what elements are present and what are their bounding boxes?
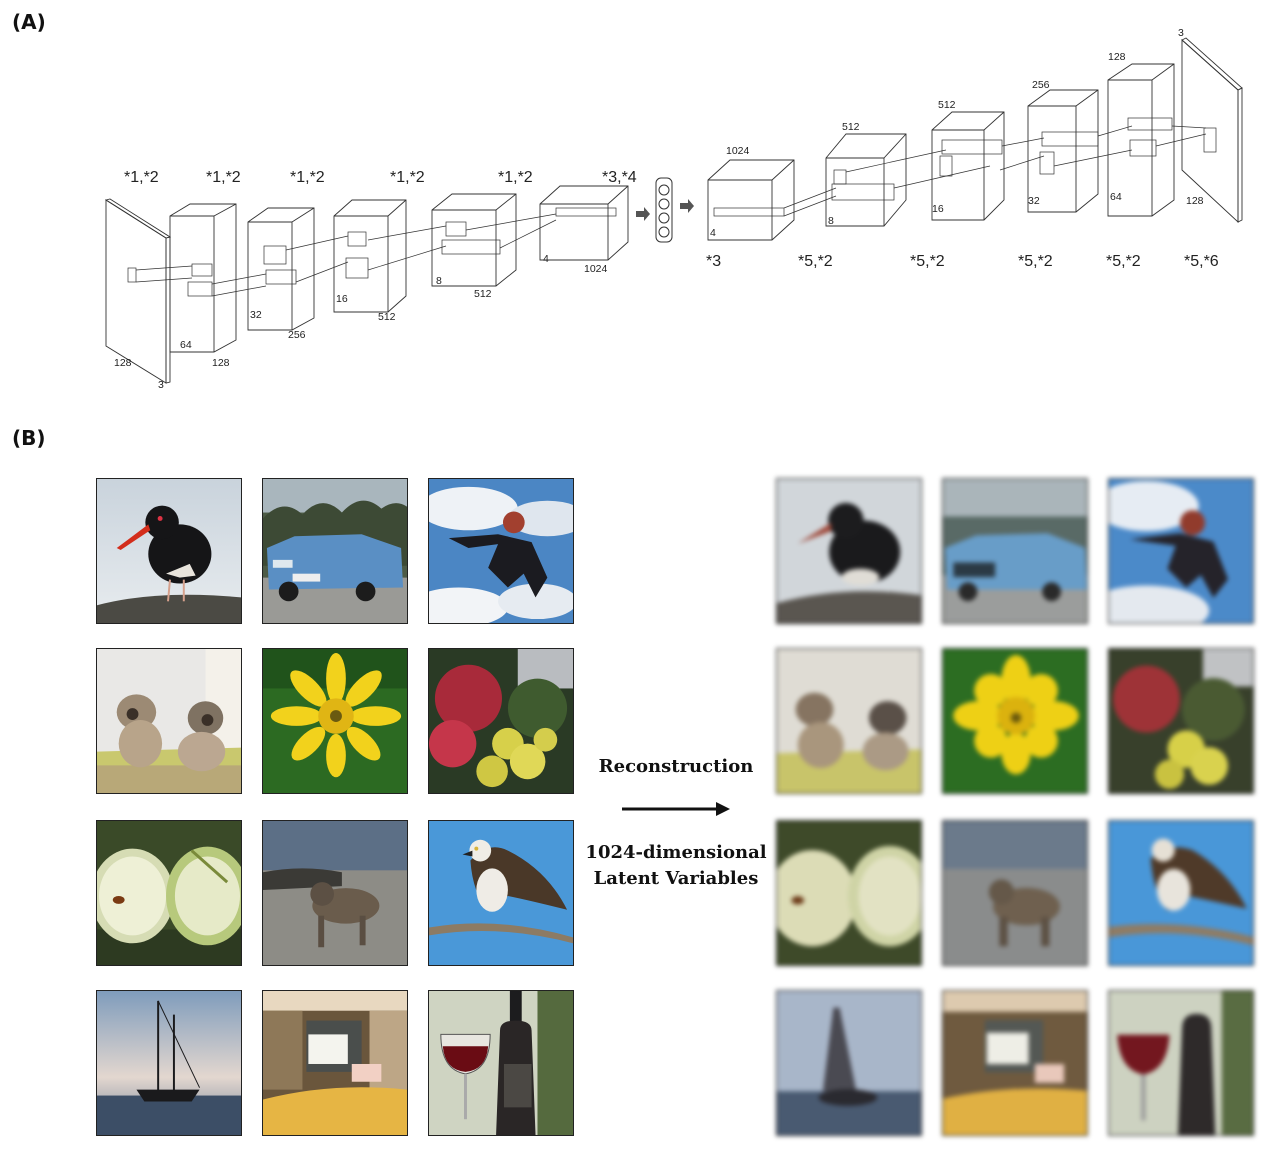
encoder-op-label-6: *3,*4: [602, 169, 637, 186]
encoder-op-label-1: *1,*2: [124, 169, 159, 186]
decoder-block-2: [825, 133, 907, 227]
decoder-dim-depth-6: 3: [1178, 27, 1184, 39]
encoder-dim-side-1: 128: [114, 357, 132, 369]
decoder-op-label-5: *5,*2: [1106, 253, 1141, 270]
reconstructed-image-blue-car: [942, 478, 1088, 624]
reconstructed-image-oystercatcher: [776, 478, 922, 624]
decoder-dim-depth-5: 128: [1108, 51, 1126, 63]
decoder-block-1: [707, 159, 795, 241]
encoder-dim-depth-4: 512: [378, 311, 396, 323]
decoder-op-label-2: *5,*2: [798, 253, 833, 270]
decoder-block-3: [931, 111, 1005, 221]
encoder-op-label-2: *1,*2: [206, 169, 241, 186]
encoder-dim-side-2: 64: [180, 339, 192, 351]
latent-variables-label: 1024-dimensional Latent Variables: [576, 840, 776, 892]
encoder-dim-side-3: 32: [250, 309, 262, 321]
decoder-op-label-1: *3: [706, 253, 721, 270]
original-image-yellow-flower: [262, 648, 408, 794]
decoder-block-5: [1107, 63, 1175, 217]
decoder-dim-side-6: 128: [1186, 195, 1204, 207]
reconstructed-image-office-desk: [942, 990, 1088, 1136]
original-image-jumping-man: [428, 478, 574, 624]
decoder-dim-side-3: 16: [932, 203, 944, 215]
reconstruction-label: Reconstruction: [598, 756, 754, 777]
latent-label-line-1: 1024-dimensional: [585, 842, 767, 863]
encoder-input-plane: [104, 198, 172, 384]
reconstructed-image-osprey: [1108, 820, 1254, 966]
encoder-dim-depth-3: 256: [288, 329, 306, 341]
decoder-op-label-3: *5,*2: [910, 253, 945, 270]
encoder-dim-depth-5: 512: [474, 288, 492, 300]
reconstructed-image-yellow-flower: [942, 648, 1088, 794]
panel-label-a: (A): [12, 10, 46, 34]
reconstructed-image-sailboat: [776, 990, 922, 1136]
decoder-dim-side-1: 4: [710, 227, 716, 239]
reconstructed-image-wine-glass-bottle: [1108, 990, 1254, 1136]
decoder-dim-depth-4: 256: [1032, 79, 1050, 91]
original-image-office-desk: [262, 990, 408, 1136]
autoencoder-architecture-diagram: *1,*2 *1,*2 *1,*2 *1,*2 *1,*2 *3,*4 *3 *…: [104, 27, 1243, 391]
encoder-op-label-5: *1,*2: [498, 169, 533, 186]
reconstructed-image-pug-puppies: [776, 648, 922, 794]
original-image-pug-puppies: [96, 648, 242, 794]
original-image-flower-bed: [428, 648, 574, 794]
original-image-sailboat: [96, 990, 242, 1136]
original-image-oystercatcher: [96, 478, 242, 624]
original-image-apple-halves: [96, 820, 242, 966]
original-image-osprey: [428, 820, 574, 966]
decoder-dim-side-2: 8: [828, 215, 834, 227]
encoder-op-label-3: *1,*2: [290, 169, 325, 186]
encoder-dim-side-5: 8: [436, 275, 442, 287]
encoder-block-1: [169, 203, 237, 353]
decoder-dim-depth-2: 512: [842, 121, 860, 133]
reconstructed-image-flower-bed: [1108, 648, 1254, 794]
original-image-dog-on-shore: [262, 820, 408, 966]
decoder-op-label-4: *5,*2: [1018, 253, 1053, 270]
latent-vector: [655, 177, 673, 243]
decoder-dim-depth-3: 512: [938, 99, 956, 111]
encoder-dim-depth-2: 128: [212, 357, 230, 369]
encoder-dim-side-6: 4: [543, 253, 549, 265]
decoder-dim-side-5: 64: [1110, 191, 1122, 203]
latent-label-line-2: Latent Variables: [593, 868, 759, 889]
encoder-op-label-4: *1,*2: [390, 169, 425, 186]
reconstruction-arrow: [622, 802, 730, 816]
reconstructed-image-jumping-man: [1108, 478, 1254, 624]
reconstructed-image-dog-on-shore: [942, 820, 1088, 966]
encoder-block-2: [247, 207, 315, 331]
panel-label-b: (B): [12, 426, 46, 450]
encoder-block-5: [539, 185, 629, 261]
encoder-dim-depth-6: 1024: [584, 263, 608, 275]
decoder-block-4: [1027, 89, 1099, 213]
original-image-blue-car: [262, 478, 408, 624]
encoder-dim-side-4: 16: [336, 293, 348, 305]
encoder-block-4: [431, 193, 517, 287]
decoder-dim-side-4: 32: [1028, 195, 1040, 207]
original-image-wine-glass-bottle: [428, 990, 574, 1136]
decoder-op-label-6: *5,*6: [1184, 253, 1219, 270]
encoder-dim-depth-1: 3: [158, 379, 164, 391]
reconstructed-image-apple-halves: [776, 820, 922, 966]
decoder-dim-depth-1: 1024: [726, 145, 750, 157]
